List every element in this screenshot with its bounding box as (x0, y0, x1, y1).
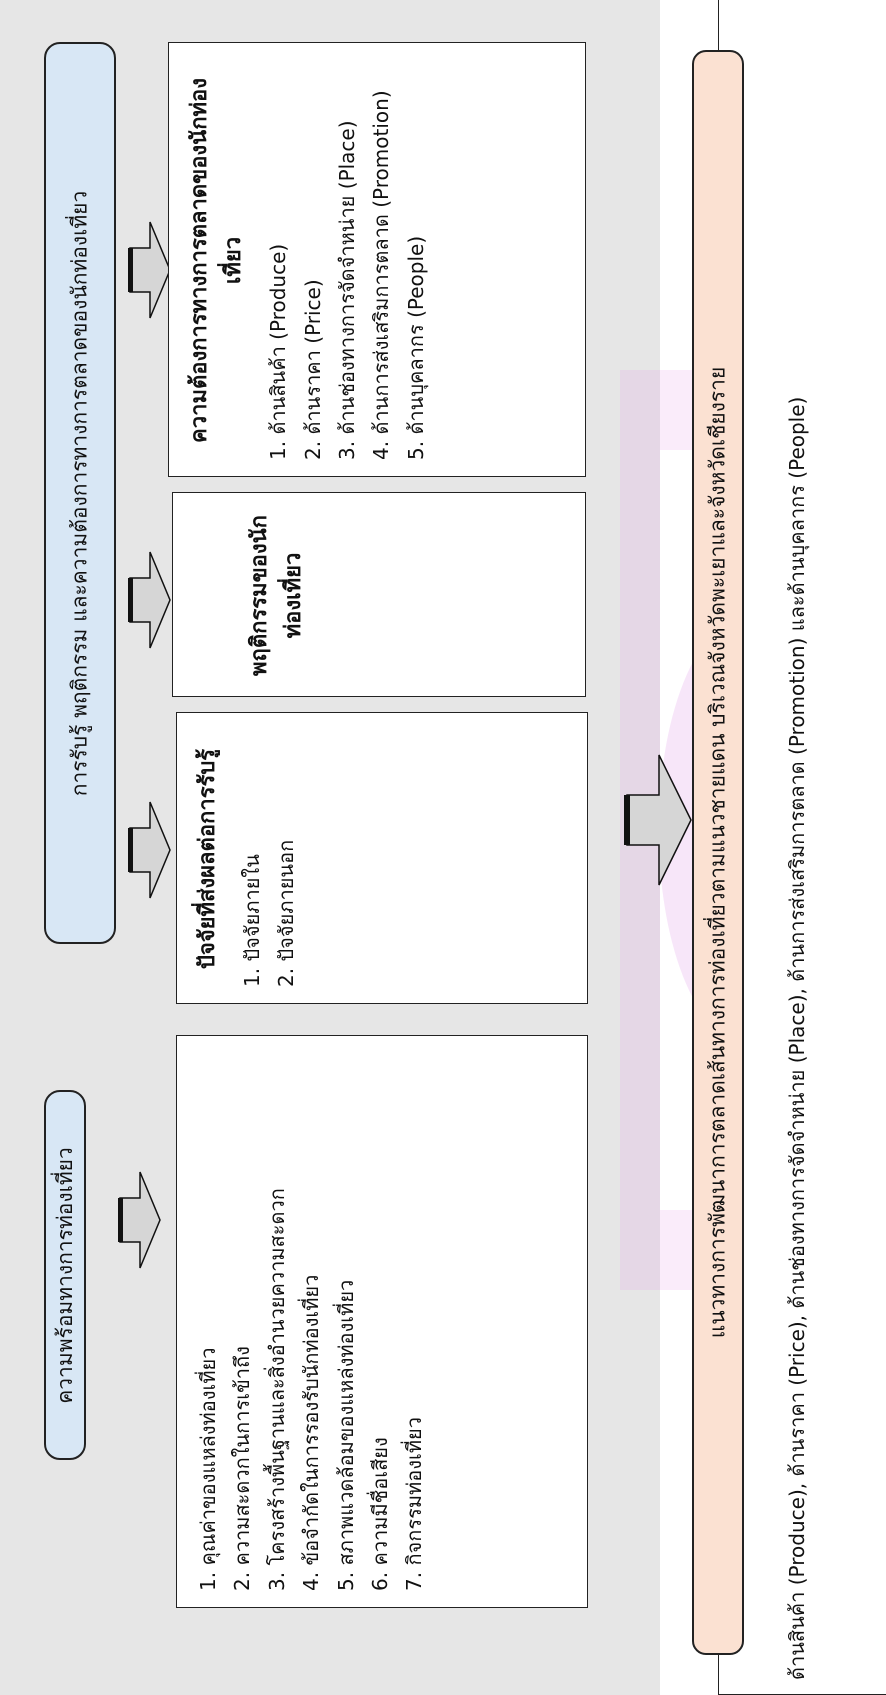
needs-card: ความต้องการทางการตลาดของนักท่องเที่ยว 1.… (168, 42, 586, 477)
readiness-card: 1. คุณค่าของแหล่งท่องเที่ยว 2. ความสะดวก… (176, 1035, 588, 1608)
header-perception-label: การรับรู้ พฤติกรรม และความต้องการทางการต… (67, 190, 92, 796)
readiness-item: 2. ความสะดวกในการเข้าถึง (230, 1346, 255, 1591)
arrow-right-icon (128, 801, 171, 899)
needs-item: 1. ด้านสินค้า (Produce) (266, 243, 291, 460)
header-perception: การรับรู้ พฤติกรรม และความต้องการทางการต… (44, 42, 116, 944)
needs-item: 5. ด้านบุคลากร (People) (403, 235, 428, 460)
factors-card: ปัจจัยที่ส่งผลต่อการรับรู้ 1. ปัจจัยภายใ… (176, 712, 588, 1004)
arrow-right-icon (128, 221, 171, 319)
footer-text: ด้านสินค้า (Produce), ด้านราคา (Price), … (785, 396, 809, 1680)
factors-item: 2. ปัจจัยภายนอก (274, 839, 299, 987)
factors-item: 1. ปัจจัยภายใน (240, 854, 265, 987)
footer-area: ด้านสินค้า (Produce), ด้านราคา (Price), … (718, 0, 886, 1695)
behavior-title: พฤติกรรมของนักท่องเที่ยว (247, 515, 307, 676)
needs-title: ความต้องการทางการตลาดของนักท่องเที่ยว (187, 78, 247, 443)
needs-item: 2. ด้านราคา (Price) (300, 279, 325, 460)
header-guideline: แนวทางการพัฒนาการตลาดเส้นทางการท่องเที่ย… (692, 50, 744, 1655)
header-readiness-label: ความพร้อมทางการท่องเที่ยว (52, 1146, 77, 1404)
factors-title: ปัจจัยที่ส่งผลต่อการรับรู้ (195, 748, 220, 970)
readiness-item: 7. กิจกรรมท่องเที่ยว (402, 1417, 427, 1591)
behavior-card: พฤติกรรมของนักท่องเที่ยว (172, 492, 586, 697)
header-readiness: ความพร้อมทางการท่องเที่ยว (44, 1090, 86, 1460)
header-guideline-label: แนวทางการพัฒนาการตลาดเส้นทางการท่องเที่ย… (705, 366, 730, 1339)
readiness-item: 4. ข้อจำกัดในการรองรับนักท่องเที่ยว (299, 1274, 324, 1591)
arrow-right-large-icon (624, 754, 692, 886)
readiness-item: 5. สภาพแวดล้อมของแหล่งท่องเที่ยว (333, 1279, 358, 1591)
readiness-item: 3. โครงสร้างพื้นฐานและสิ่งอำนวยความสะดวก (264, 1188, 289, 1591)
needs-item: 4. ด้านการส่งเสริมการตลาด (Promotion) (369, 90, 394, 460)
needs-item: 3. ด้านช่องทางการจัดจำหน่าย (Place) (334, 120, 359, 460)
readiness-item: 6. ความมีชื่อเสียง (367, 1437, 392, 1591)
readiness-item: 1. คุณค่าของแหล่งท่องเที่ยว (196, 1347, 220, 1591)
arrow-right-icon (128, 551, 171, 649)
arrow-right-icon (118, 1171, 161, 1269)
